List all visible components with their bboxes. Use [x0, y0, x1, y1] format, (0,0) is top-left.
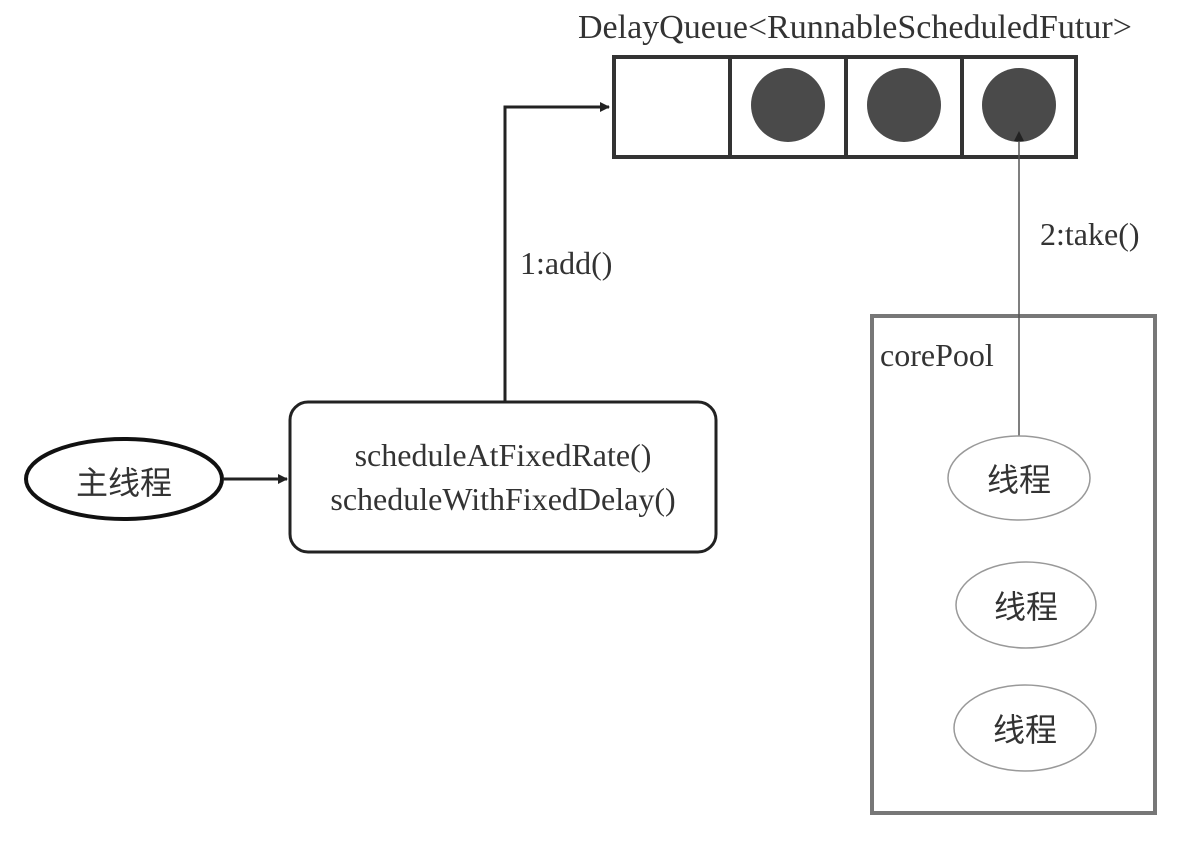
add-arrow [503, 102, 610, 402]
queued-task-icon [982, 68, 1056, 142]
schedule-with-fixed-delay-label: scheduleWithFixedDelay() [330, 481, 676, 517]
main-thread-node [24, 437, 224, 521]
main-thread-label: 主线程 [75, 464, 172, 502]
add-edge-label: 1:add() [520, 245, 613, 281]
schedule-methods-box [288, 400, 718, 554]
queued-task-icon [751, 68, 825, 142]
thread-node-1 [947, 435, 1091, 521]
thread-label-1: 线程 [986, 461, 1051, 499]
thread-node-2 [955, 561, 1097, 649]
core-pool-label: corePool [880, 337, 994, 373]
thread-label-2: 线程 [993, 588, 1058, 626]
queue-slot-1 [612, 55, 732, 159]
thread-label-3: 线程 [992, 711, 1057, 749]
thread-node-3 [953, 684, 1097, 772]
schedule-at-fixed-rate-label: scheduleAtFixedRate() [354, 437, 652, 473]
delay-queue [612, 55, 1078, 159]
queue-title-text: DelayQueue<RunnableScheduledFutur> [578, 9, 1132, 46]
take-edge-label: 2:take() [1040, 216, 1140, 252]
queued-task-icon [867, 68, 941, 142]
schedule-methods-text: scheduleAtFixedRate() scheduleWithFixedD… [290, 402, 716, 552]
